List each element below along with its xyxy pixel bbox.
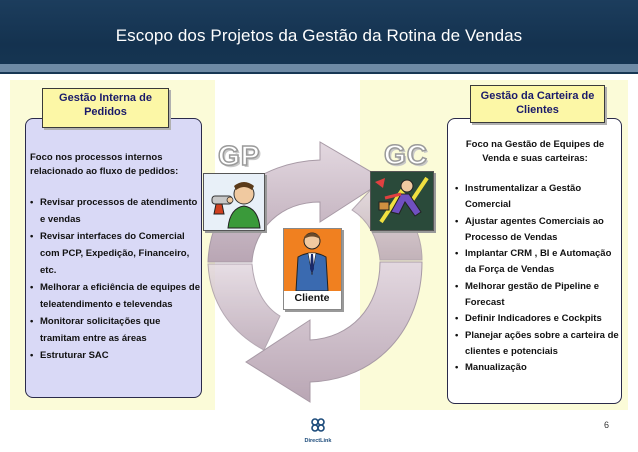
client-illustration: [283, 228, 342, 310]
client-person-icon: [284, 229, 341, 292]
list-item: Melhorar a eficiência de equipes de tele…: [30, 279, 202, 313]
gc-illustration: [370, 171, 434, 231]
logo-text: DirectLink: [304, 438, 332, 444]
list-item: Monitorar solicitações que tramitam entr…: [30, 313, 202, 347]
right-intro: Foco na Gestão de Equipes de Venda e sua…: [465, 139, 605, 164]
cycle-arrows: [207, 141, 423, 403]
header-band: [0, 0, 638, 74]
list-item: Planejar ações sobre a carteira de clien…: [455, 328, 625, 361]
list-item: Instrumentalizar a Gestão Comercial: [455, 181, 625, 214]
list-item: Manualização: [455, 360, 625, 377]
gp-illustration: [203, 173, 265, 231]
left-intro: Foco nos processos internos relacionado …: [30, 152, 179, 177]
page-number: 6: [604, 420, 610, 430]
header-stripe: [0, 64, 638, 72]
client-label: Cliente: [294, 292, 330, 304]
cycle-arrow-bottom: [245, 261, 423, 403]
cycle-arrow-left: [207, 263, 281, 351]
list-item: Melhorar gestão de Pipeline e Forecast: [455, 279, 625, 312]
left-panel-label: Gestão Interna de Pedidos: [42, 88, 169, 128]
running-salesman-icon: [371, 172, 433, 230]
gc-badge: GC: [383, 138, 428, 171]
company-logo: DirectLink: [298, 418, 338, 444]
left-item-list: Revisar processos de atendimento e venda…: [30, 194, 202, 364]
page-title: Escopo dos Projetos da Gestão da Rotina …: [115, 26, 523, 45]
gp-badge: GP: [217, 139, 261, 172]
logo-icon: [311, 418, 325, 432]
list-item: Revisar interfaces do Comercial com PCP,…: [30, 228, 202, 279]
list-item: Estruturar SAC: [30, 347, 202, 364]
right-item-list: Instrumentalizar a Gestão Comercial Ajus…: [455, 181, 625, 377]
telephone-operator-icon: [204, 174, 264, 230]
list-item: Implantar CRM , BI e Automação da Força …: [455, 246, 625, 279]
right-panel-label: Gestão da Carteira de Clientes: [470, 85, 605, 123]
list-item: Ajustar agentes Comerciais ao Processo d…: [455, 214, 625, 247]
list-item: Revisar processos de atendimento e venda…: [30, 194, 202, 228]
list-item: Definir Indicadores e Cockpits: [455, 311, 625, 328]
